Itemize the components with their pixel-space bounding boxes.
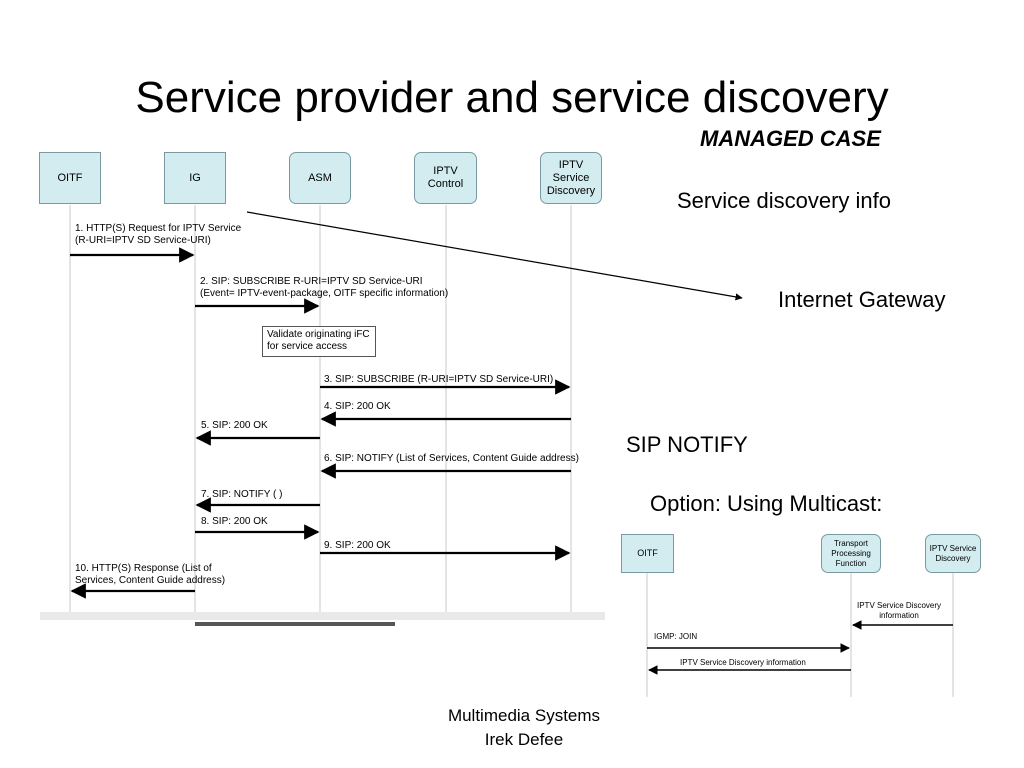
mc-entity-iptv-service-discovery: IPTV Service Discovery xyxy=(925,534,981,573)
label-option-multicast: Option: Using Multicast: xyxy=(650,491,883,516)
slide-title: Service provider and service discovery xyxy=(135,73,889,122)
label-service-discovery-info: Service discovery info xyxy=(677,188,891,213)
label-sip-notify: SIP NOTIFY xyxy=(626,432,748,457)
msg-label-6: 6. SIP: NOTIFY (List of Services, Conten… xyxy=(324,453,579,464)
mc-msg-label-sd-info: IPTV Service Discovery information xyxy=(857,601,942,620)
msg-label-5: 5. SIP: 200 OK xyxy=(201,420,268,431)
figure-crop-band xyxy=(40,612,605,620)
slide-footer: Multimedia Systems Irek Defee xyxy=(0,704,1024,752)
entity-oitf: OITF xyxy=(39,152,101,204)
msg-label-10: 10. HTTP(S) Response (List of Services, … xyxy=(75,563,226,586)
msg-label-4: 4. SIP: 200 OK xyxy=(324,401,391,412)
slide-subtitle: MANAGED CASE xyxy=(700,126,881,151)
mc-entity-transport-processing-function: Transport Processing Function xyxy=(821,534,881,573)
label-internet-gateway: Internet Gateway xyxy=(778,287,946,312)
msg-label-7: 7. SIP: NOTIFY ( ) xyxy=(201,489,283,500)
msg-label-3: 3. SIP: SUBSCRIBE (R-URI=IPTV SD Service… xyxy=(324,374,554,385)
mc-msg-label-sd-info-2: IPTV Service Discovery information xyxy=(680,658,806,667)
footer-course: Multimedia Systems xyxy=(447,706,601,725)
msg-label-9: 9. SIP: 200 OK xyxy=(324,540,391,551)
msg-label-8: 8. SIP: 200 OK xyxy=(201,516,268,527)
mc-msg-label-igmp-join: IGMP: JOIN xyxy=(654,632,698,641)
pointer-arrow-internet-gateway xyxy=(246,211,743,301)
entity-iptv-service-discovery: IPTV Service Discovery xyxy=(540,152,602,204)
msg-label-2: 2. SIP: SUBSCRIBE R-URI=IPTV SD Service-… xyxy=(200,276,449,299)
entity-ig: IG xyxy=(164,152,226,204)
msg-label-1: 1. HTTP(S) Request for IPTV Service (R-U… xyxy=(75,223,242,246)
mc-entity-oitf: OITF xyxy=(621,534,674,573)
entity-asm: ASM xyxy=(289,152,351,204)
entity-iptv-control: IPTV Control xyxy=(414,152,477,204)
footer-author: Irek Defee xyxy=(484,730,564,749)
note-validate-ifc: Validate originating iFC for service acc… xyxy=(262,326,376,357)
